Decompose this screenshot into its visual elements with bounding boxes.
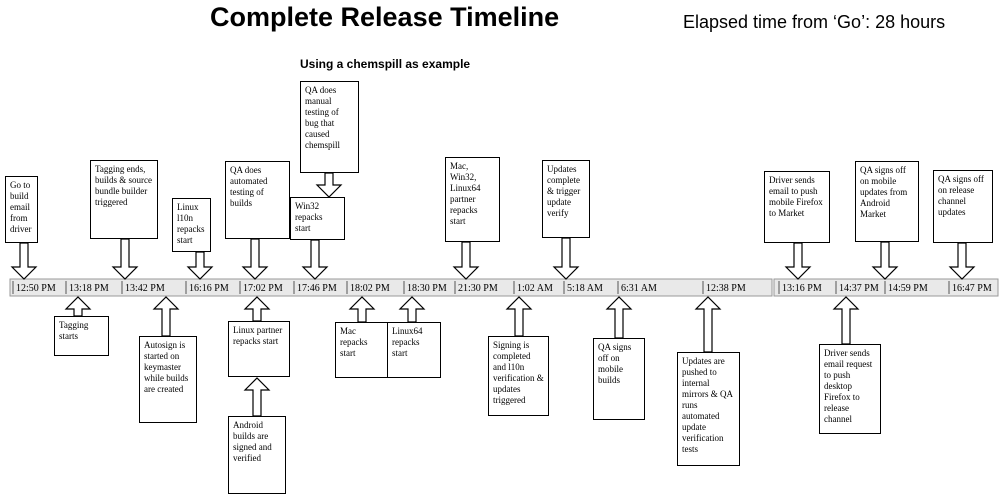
event-signing-completed-box: Signing is completed and l10n verificati…	[488, 336, 549, 416]
arrow-linux-l10n	[186, 251, 214, 280]
event-qa-manual-box: QA does manual testing of bug that cause…	[300, 81, 359, 173]
event-updates-pushed-box: Updates are pushed to internal mirrors &…	[677, 352, 740, 466]
timeline-tick-label: 21:30 PM	[458, 283, 498, 294]
event-driver-desktop-box: Driver sends email request to push deskt…	[819, 344, 881, 434]
timeline-tick-label: 16:47 PM	[952, 283, 992, 294]
arrow-win32-repacks	[301, 239, 329, 280]
arrow-tagging-ends	[111, 238, 139, 280]
event-linux-l10n-box: Linux l10n repacks start	[172, 198, 211, 252]
timeline-tick-label: 6:31 AM	[621, 283, 657, 294]
event-qa-automated-box: QA does automated testing of builds	[225, 161, 290, 239]
arrow-updates-pushed	[694, 296, 722, 353]
arrow-go	[10, 242, 38, 280]
event-android-signed-box: Android builds are signed and verified	[228, 416, 286, 494]
arrow-qa-manual	[315, 172, 343, 198]
timeline-bar-right	[773, 278, 999, 297]
event-qa-release-box: QA signs off on release channel updates	[933, 170, 993, 243]
timeline-tick-label: 14:59 PM	[888, 283, 928, 294]
timeline-tick-label: 5:18 AM	[567, 283, 603, 294]
timeline-bar-left	[9, 278, 773, 297]
arrow-linux64-repacks	[398, 296, 426, 323]
page-title: Complete Release Timeline	[210, 2, 560, 32]
timeline-tick-label: 13:16 PM	[782, 283, 822, 294]
arrow-qa-android	[871, 241, 899, 280]
timeline-tick-label: 13:42 PM	[125, 283, 165, 294]
timeline-tick-label: 14:37 PM	[839, 283, 879, 294]
arrow-driver-desktop	[832, 296, 860, 345]
event-driver-mobile-box: Driver sends email to push mobile Firefo…	[764, 171, 830, 243]
arrow-mac-win-partner	[452, 241, 480, 280]
event-qa-mobile-box: QA signs off on mobile builds	[593, 338, 645, 420]
timeline-tick-label: 1:02 AM	[517, 283, 553, 294]
arrow-tagging-starts	[64, 296, 92, 317]
event-win32-repacks-box: Win32 repacks start	[290, 197, 345, 240]
event-updates-complete-box: Updates complete & trigger update verify	[542, 160, 590, 238]
event-tagging-starts-box: Tagging starts	[54, 316, 109, 356]
arrow-android-signed	[243, 377, 271, 417]
event-tagging-ends-box: Tagging ends, builds & source bundle bui…	[90, 160, 158, 239]
arrow-linux-partner	[243, 296, 271, 322]
event-mac-win-partner-box: Mac, Win32, Linux64 partner repacks star…	[445, 157, 500, 242]
event-linux64-repacks-box: Linux64 repacks start	[387, 322, 441, 378]
event-mac-repacks-box: Mac repacks start	[335, 322, 388, 378]
subtitle: Using a chemspill as example	[300, 57, 471, 71]
arrow-qa-release	[948, 242, 976, 280]
timeline-tick-label: 17:02 PM	[243, 283, 283, 294]
arrow-signing-completed	[505, 296, 533, 337]
event-autosign-box: Autosign is started on keymaster while b…	[139, 336, 197, 423]
arrow-mac-repacks	[348, 296, 376, 323]
timeline-tick-label: 17:46 PM	[297, 283, 337, 294]
timeline-tick-label: 12:50 PM	[16, 283, 56, 294]
event-go-box: Go to build email from driver	[5, 176, 38, 243]
arrow-qa-mobile	[605, 296, 633, 339]
arrow-qa-automated	[241, 238, 269, 280]
event-linux-partner-box: Linux partner repacks start	[228, 321, 290, 377]
elapsed-time-label: Elapsed time from ‘Go’: 28 hours	[683, 12, 946, 32]
timeline-tick-label: 13:18 PM	[69, 283, 109, 294]
arrow-autosign	[152, 296, 180, 337]
arrow-updates-complete	[552, 237, 580, 280]
timeline-tick-label: 18:02 PM	[350, 283, 390, 294]
timeline-tick-label: 18:30 PM	[407, 283, 447, 294]
arrow-driver-mobile	[784, 242, 812, 280]
event-qa-android-box: QA signs off on mobile updates from Andr…	[855, 161, 919, 242]
timeline-tick-label: 16:16 PM	[189, 283, 229, 294]
timeline-tick-label: 12:38 PM	[706, 283, 746, 294]
